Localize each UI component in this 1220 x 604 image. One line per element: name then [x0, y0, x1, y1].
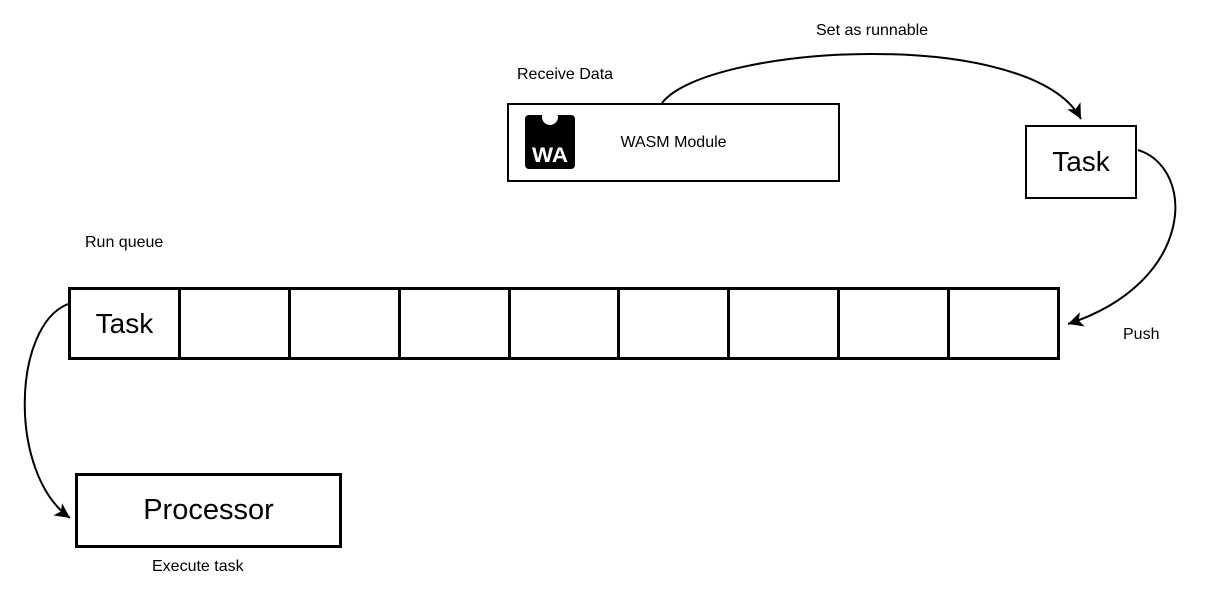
processor-box-label: Processor — [143, 494, 274, 526]
run-queue-label: Run queue — [85, 234, 164, 251]
push-label: Push — [1123, 326, 1160, 343]
arrow-pop-to-processor — [23, 303, 71, 519]
queue-cell-3 — [397, 290, 508, 357]
queue-cell-4 — [507, 290, 618, 357]
queue-cell-5 — [617, 290, 727, 357]
wasm-logo-icon: WA — [525, 115, 575, 169]
queue-cell-1 — [177, 290, 288, 357]
queue-cell-8 — [947, 290, 1057, 357]
queue-cell-0: Task — [95, 307, 154, 339]
set-as-runnable-label: Set as runnable — [816, 22, 929, 39]
processor-box: Processor — [75, 473, 342, 548]
queue-cell-7 — [837, 290, 947, 357]
queue-cell-6 — [727, 290, 837, 357]
wasm-module-label: WASM Module — [620, 133, 727, 151]
task-box: Task — [1025, 125, 1137, 199]
wasm-module-box: WA WASM Module — [507, 103, 840, 182]
run-queue: Task — [68, 287, 1060, 360]
receive-data-label: Receive Data — [517, 66, 614, 83]
task-box-label: Task — [1052, 146, 1110, 177]
execute-task-label: Execute task — [152, 558, 244, 575]
queue-cell-2 — [287, 290, 398, 357]
wasm-logo-text: WA — [532, 144, 568, 167]
